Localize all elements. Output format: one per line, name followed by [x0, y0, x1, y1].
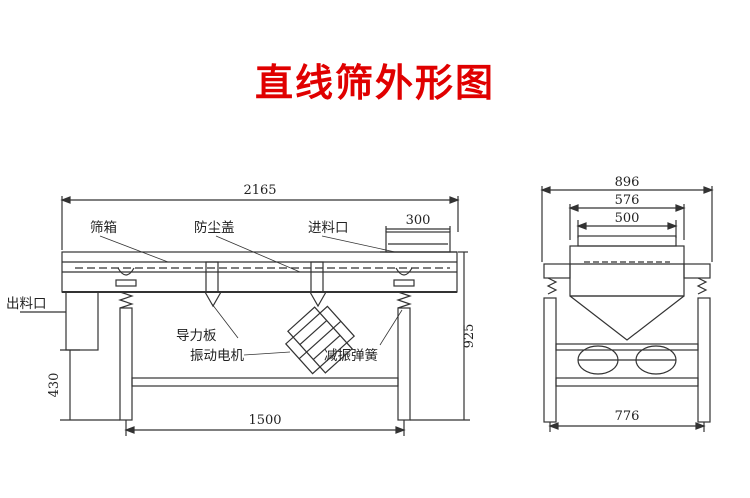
screen-ribs	[205, 261, 324, 293]
guide-plate	[204, 291, 327, 308]
base-frame	[131, 377, 399, 387]
dim-support-span: 1500	[248, 413, 281, 428]
dim-line-overall-width	[540, 186, 714, 262]
dim-base-width: 776	[615, 409, 640, 424]
dim-line-top-width	[576, 220, 678, 238]
leader-lines	[99, 235, 403, 356]
vibration-motor	[284, 305, 356, 375]
spring-seat-right	[393, 267, 415, 287]
dim-line-base-width	[548, 422, 706, 432]
dim-overall-width: 896	[615, 175, 640, 190]
spring-seat-left	[115, 267, 137, 287]
dim-leg-height: 430	[47, 373, 62, 398]
end-view-motors	[577, 345, 677, 375]
dim-line-inlet-width	[385, 226, 451, 232]
label-guide-plate: 导力板	[176, 328, 217, 344]
dim-inlet-width: 300	[406, 213, 431, 228]
page-title: 直线筛外形图	[254, 61, 495, 105]
dim-line-leg-height	[60, 349, 120, 421]
dim-line-support-span	[124, 420, 406, 436]
outlet-chute	[20, 291, 99, 351]
dim-box-width: 576	[615, 193, 640, 208]
end-view-springs	[546, 277, 708, 295]
dim-overall-height: 925	[462, 324, 477, 349]
label-inlet: 进料口	[308, 220, 349, 236]
dim-overall-length: 2165	[243, 183, 276, 198]
dim-top-width: 500	[615, 211, 640, 226]
label-dust-cover: 防尘盖	[194, 220, 235, 236]
dim-line-box-width	[568, 204, 686, 240]
end-view-body	[543, 235, 711, 341]
support-leg-right	[397, 307, 411, 421]
label-screen-box: 筛箱	[90, 220, 117, 236]
dim-line-overall-height	[410, 251, 470, 421]
inlet-hopper	[380, 231, 457, 253]
spring-left	[118, 291, 134, 309]
label-damping-spring: 减振弹簧	[324, 348, 378, 364]
spring-right	[396, 291, 412, 309]
label-vibration-motor: 振动电机	[190, 348, 244, 364]
screen-box	[61, 251, 458, 293]
dim-line-overall-length	[60, 196, 460, 250]
label-outlet: 出料口	[6, 296, 47, 312]
support-leg-left	[119, 307, 133, 421]
